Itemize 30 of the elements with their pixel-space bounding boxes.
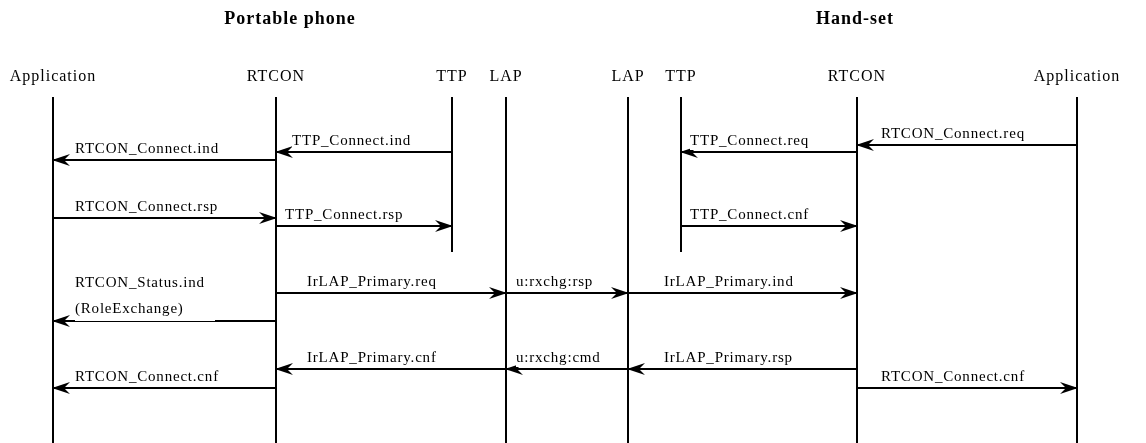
group-heading: Hand-set bbox=[816, 8, 894, 29]
message-arrow bbox=[275, 220, 453, 232]
group-heading: Portable phone bbox=[224, 8, 356, 29]
message-arrow bbox=[52, 212, 277, 224]
message-arrow bbox=[680, 220, 858, 232]
message-label: TTP_Connect.cnf bbox=[690, 205, 810, 224]
message-arrow bbox=[627, 363, 858, 375]
message-label: RTCON_Connect.cnf bbox=[75, 367, 219, 386]
participant-name: Application bbox=[8, 66, 98, 86]
message-arrow bbox=[856, 139, 1078, 151]
participant-name: TTP bbox=[435, 66, 469, 86]
message-arrow bbox=[505, 363, 629, 375]
message-arrow bbox=[52, 154, 277, 166]
message-arrow bbox=[627, 287, 858, 299]
participant-name: LAP bbox=[488, 66, 524, 86]
message-arrow bbox=[856, 382, 1078, 394]
message-arrow bbox=[680, 146, 858, 158]
participant-name: Application bbox=[1032, 66, 1122, 86]
message-label: RTCON_Connect.cnf bbox=[881, 367, 1025, 386]
participant-name: RTCON bbox=[245, 66, 307, 86]
participant-name: TTP bbox=[664, 66, 698, 86]
message-arrow bbox=[505, 287, 629, 299]
message-arrow bbox=[275, 363, 507, 375]
message-label: IrLAP_Primary.cnf bbox=[307, 348, 437, 367]
message-arrow bbox=[52, 315, 277, 327]
message-arrow bbox=[275, 146, 453, 158]
participant-name: RTCON bbox=[826, 66, 888, 86]
participant-name: LAP bbox=[610, 66, 646, 86]
message-arrow bbox=[52, 382, 277, 394]
message-arrow bbox=[275, 287, 507, 299]
